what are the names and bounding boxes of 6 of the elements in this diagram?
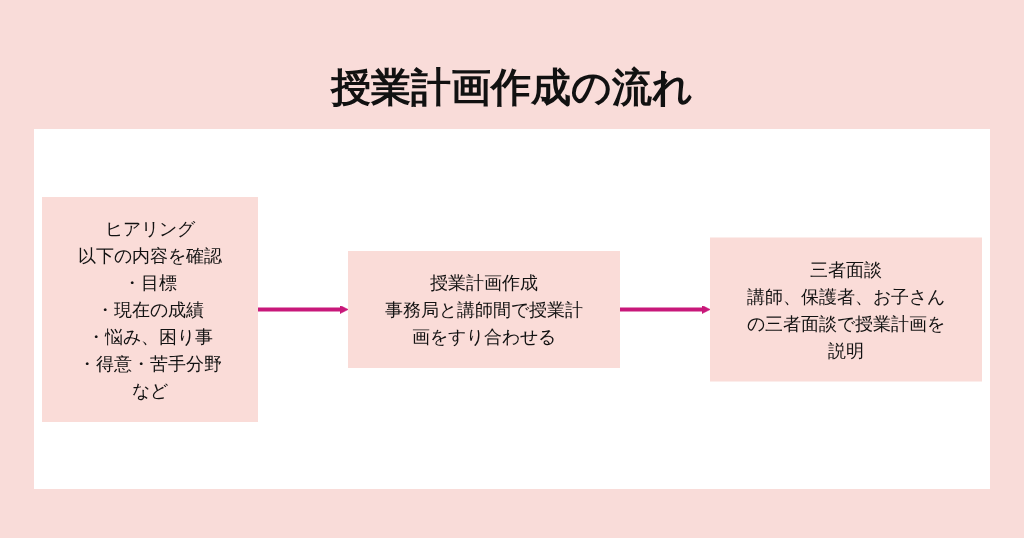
node-box: 授業計画作成 事務局と講師間で授業計画をすり合わせる — [348, 250, 620, 368]
arrow — [258, 304, 349, 314]
title: 授業計画作成の流れ — [329, 63, 694, 112]
arrow — [620, 304, 711, 314]
node-box: 三者面談 講師、保護者、お子さんの三者面談で授業計画を説明 — [710, 237, 982, 381]
node-box: ヒアリング 以下の内容を確認 ・目標 ・現在の成績 ・悩み、困り事 ・得意・苦手分野 など — [42, 196, 258, 422]
